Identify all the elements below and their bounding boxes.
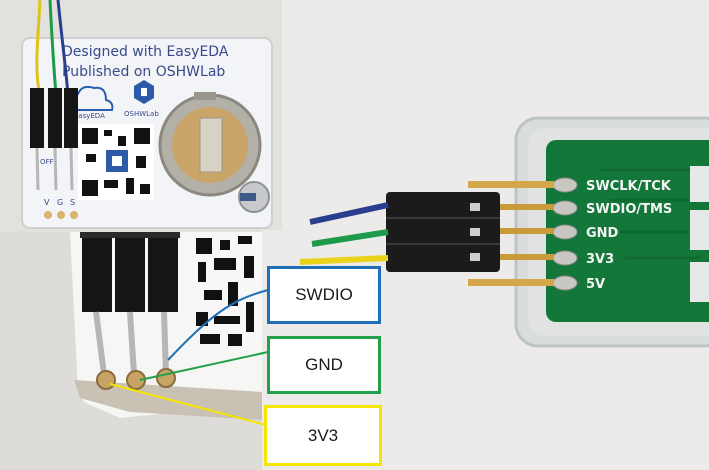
pin-label-3v3: 3V3 bbox=[586, 252, 614, 267]
jumper-wires-right bbox=[299, 202, 389, 265]
pin-label-swdio: SWDIO/TMS bbox=[586, 202, 672, 217]
header-housings-large bbox=[80, 232, 180, 312]
logo-text-oshwlab: OSHWLab bbox=[124, 110, 159, 118]
switch-off-label: OFF bbox=[40, 158, 54, 166]
inset-jumper-wires bbox=[35, 0, 70, 96]
callout-gnd: GND bbox=[267, 336, 381, 394]
callout-swdio: SWDIO bbox=[267, 266, 381, 324]
board-text-designed: Designed with EasyEDA bbox=[62, 44, 229, 60]
qr-code-small bbox=[78, 124, 154, 200]
dupont-connectors bbox=[386, 192, 500, 272]
pin-label-5v: 5V bbox=[586, 277, 605, 292]
pin-label-gnd: GND bbox=[586, 226, 619, 241]
long-pins bbox=[93, 311, 169, 375]
slide-switch bbox=[238, 181, 270, 213]
callout-swdio-text: SWDIO bbox=[295, 285, 353, 304]
callout-3v3-text: 3V3 bbox=[307, 425, 339, 445]
solder-joints bbox=[96, 368, 176, 390]
inset-solder-pads bbox=[44, 211, 78, 219]
inset-header-housings bbox=[30, 88, 78, 191]
programmer-pads bbox=[552, 177, 578, 291]
oshwlab-logo bbox=[134, 80, 154, 104]
logo-text-easyeda: easyEDA bbox=[74, 112, 105, 120]
header-pins bbox=[468, 181, 554, 286]
coin-cell-holder bbox=[158, 92, 262, 197]
pin-g-label: G bbox=[57, 198, 63, 207]
callout-gnd-text: GND bbox=[305, 355, 343, 374]
board-text-published: Published on OSHWLab bbox=[62, 64, 225, 80]
pin-label-swclk: SWCLK/TCK bbox=[586, 179, 672, 194]
callout-3v3: 3V3 bbox=[264, 405, 382, 466]
pin-v-label: V bbox=[44, 198, 50, 207]
pin-s-label: S bbox=[70, 198, 75, 207]
callout-lines bbox=[109, 289, 269, 426]
qr-code-large bbox=[190, 232, 262, 352]
